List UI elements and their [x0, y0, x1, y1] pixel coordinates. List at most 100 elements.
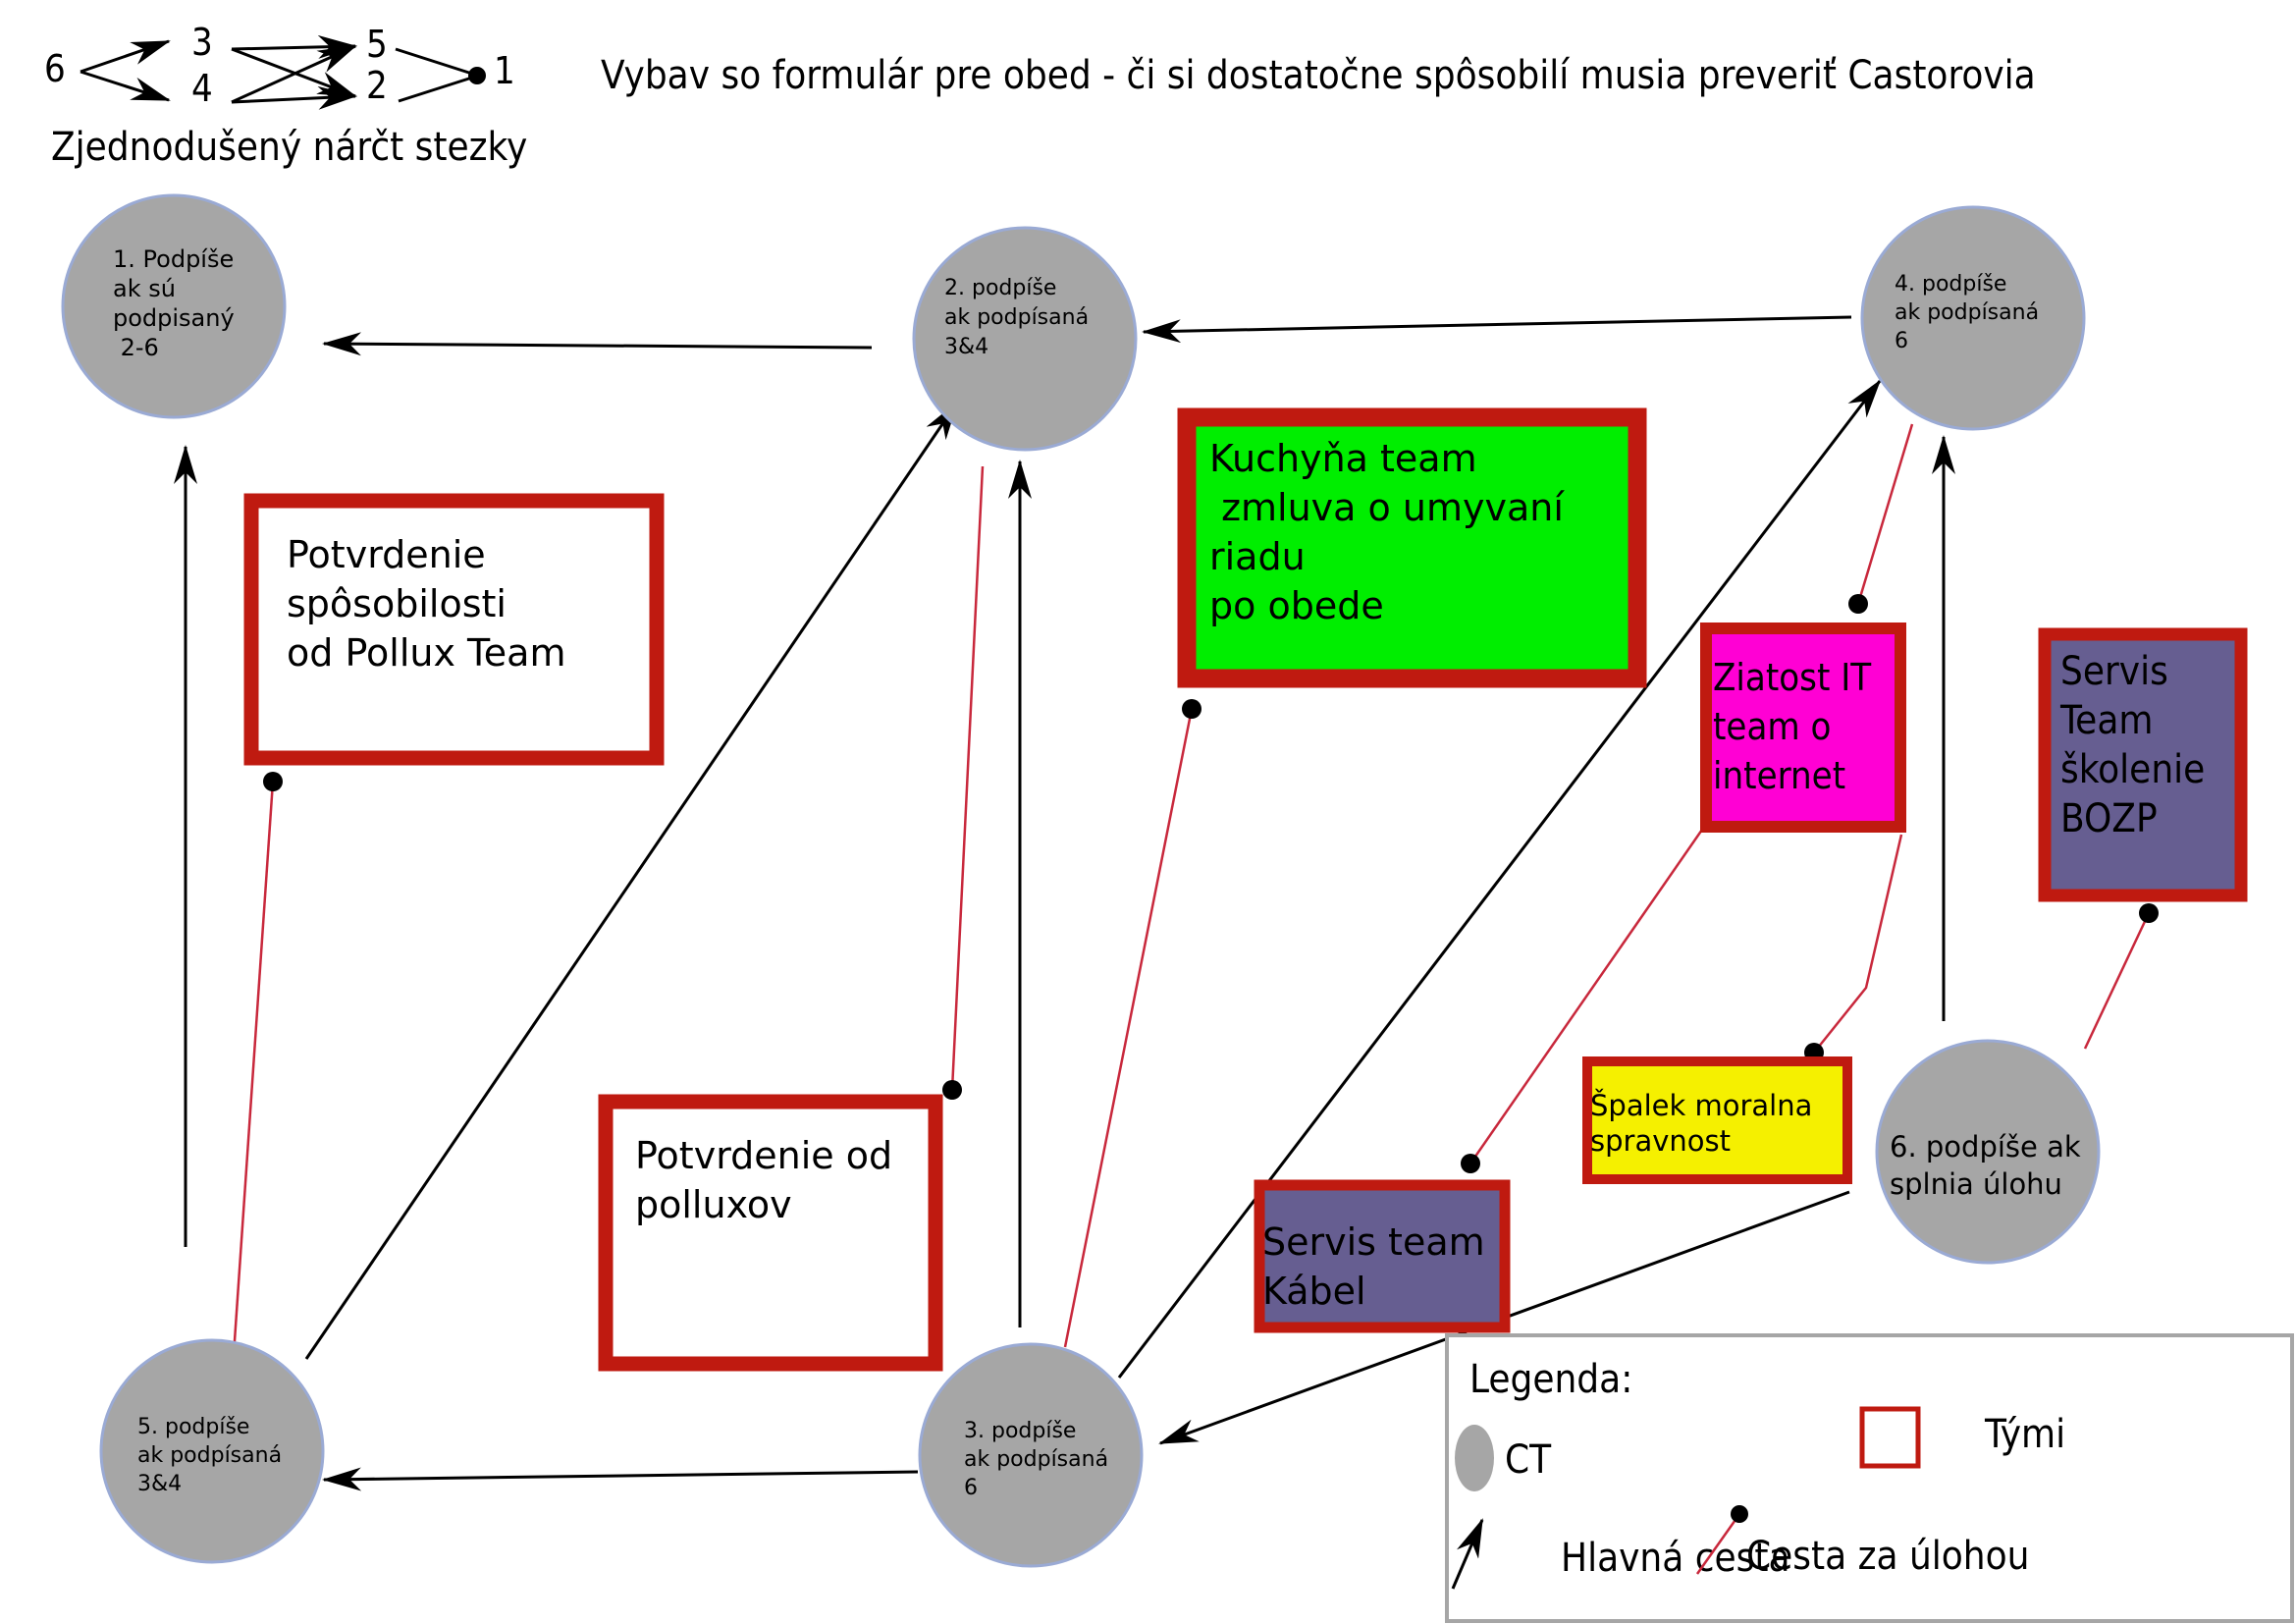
- sketch-arrow-6-3: [80, 39, 171, 74]
- task-line-kuchyna: [1063, 708, 1194, 1348]
- team-ziatost-line-3: internet: [1713, 754, 1845, 797]
- sketch-arrow-4-2: [231, 85, 357, 110]
- sketch-node-5: 5: [366, 23, 388, 66]
- main-arrow-3-to-5: [322, 1467, 919, 1491]
- task-line-ziatost: [1856, 423, 1914, 605]
- sketch-node-6: 6: [44, 47, 66, 90]
- team-kabel-line-1: Servis team: [1262, 1220, 1485, 1264]
- legend-frame: [1445, 1333, 2294, 1623]
- team-bozp-line-2: Team: [2059, 698, 2153, 743]
- task-dot-kuchyna: [1182, 699, 1201, 719]
- team-spalek-line-1: Špalek moralna: [1590, 1089, 1812, 1122]
- main-arrow-4-to-2: [1142, 315, 1852, 344]
- task-path-lines: [231, 423, 2151, 1371]
- checkpoint-1-line-2: ak sú: [113, 275, 176, 302]
- sketch-line-2-1: [398, 75, 476, 103]
- task-dot-polluxov: [942, 1080, 962, 1100]
- team-box-polluxov: Potvrdenie od polluxov: [598, 1094, 943, 1372]
- team-box-pollux-team: Potvrdenie spôsobilosti od Pollux Team: [243, 493, 665, 766]
- legend-ct-label: CT: [1505, 1437, 1552, 1483]
- checkpoint-4-line-1: 4. podpíše: [1895, 272, 2006, 297]
- sketch-arrow-6-4: [80, 70, 171, 102]
- checkpoint-4-line-3: 6: [1895, 329, 1908, 353]
- sketch-node-1: 1: [494, 49, 515, 92]
- team-polluxov-line-1: Potvrdenie od: [635, 1134, 892, 1177]
- sketch-node-3: 3: [191, 21, 213, 64]
- team-box-ziatost-it: Ziatost IT team o internet: [1700, 623, 1906, 833]
- task-line-kabel: [1468, 826, 1706, 1164]
- team-spalek-line-2: spravnost: [1590, 1124, 1731, 1158]
- task-dot-kabel: [1461, 1154, 1480, 1173]
- team-pollux-line-2: spôsobilosti: [287, 582, 507, 625]
- team-kuchyna-line-3: riadu: [1209, 535, 1306, 578]
- legend-main-path-label: Hlavná cesta: [1561, 1536, 1790, 1581]
- team-bozp-line-1: Servis: [2060, 649, 2168, 694]
- sketch-arrow-4-5: [231, 44, 357, 104]
- sketch-end-dot: [468, 67, 486, 84]
- checkpoint-4-line-2: ak podpísaná: [1895, 300, 2039, 325]
- legend-team-label: Tými: [1984, 1412, 2065, 1457]
- legend: Legenda: CT Tými Hlavná cesta Cesta za ú…: [1445, 1333, 2294, 1623]
- legend-task-path-icon: [1695, 1516, 1739, 1575]
- checkpoint-4: 4. podpíše ak podpísaná 6: [1860, 205, 2086, 431]
- main-arrow-5-to-2: [304, 401, 959, 1360]
- task-line-spalek: [1813, 834, 1903, 1054]
- checkpoint-5-line-2: ak podpísaná: [137, 1443, 282, 1468]
- team-ziatost-line-1: Ziatost IT: [1713, 656, 1871, 699]
- task-dot-bozp: [2139, 903, 2159, 923]
- team-ziatost-line-2: team o: [1713, 705, 1831, 748]
- page-title: Vybav so formulár pre obed - či si dosta…: [601, 53, 2036, 98]
- task-dots: [263, 594, 2159, 1173]
- checkpoint-3: 3. podpíše ak podpísaná 6: [918, 1342, 1144, 1568]
- task-dot-ziatost: [1848, 594, 1868, 614]
- checkpoint-5-line-3: 3&4: [137, 1472, 182, 1496]
- checkpoint-2-line-1: 2. podpíše: [944, 276, 1056, 300]
- team-pollux-line-1: Potvrdenie: [287, 533, 486, 576]
- task-line-pollux: [231, 781, 275, 1371]
- checkpoint-3-line-3: 6: [964, 1476, 978, 1500]
- main-arrow-2-to-1: [322, 332, 873, 356]
- legend-task-path-label: Cesta za úlohou: [1746, 1534, 2029, 1579]
- checkpoint-5-line-1: 5. podpíše: [137, 1415, 249, 1439]
- sketch-node-2: 2: [366, 64, 388, 107]
- team-kuchyna-line-4: po obede: [1209, 584, 1384, 627]
- legend-title: Legenda:: [1469, 1357, 1632, 1402]
- checkpoint-6-line-1: 6. podpíše ak: [1890, 1130, 2081, 1164]
- team-polluxov-line-2: polluxov: [635, 1183, 792, 1226]
- checkpoint-1-line-3: podpisaný: [113, 304, 235, 332]
- legend-task-dot: [1731, 1505, 1748, 1523]
- team-kuchyna-line-2: zmluva o umyvaní: [1209, 486, 1565, 529]
- checkpoint-1-line-1: 1. Podpíše: [113, 245, 234, 273]
- checkpoint-3-line-2: ak podpísaná: [964, 1447, 1108, 1472]
- checkpoint-3-line-1: 3. podpíše: [964, 1419, 1076, 1443]
- sketch-line-5-1: [395, 47, 476, 77]
- team-pollux-line-3: od Pollux Team: [287, 631, 565, 675]
- checkpoint-2-line-2: ak podpísaná: [944, 305, 1089, 330]
- team-bozp-line-3: školenie: [2060, 747, 2205, 792]
- main-path-arrows: [174, 315, 1955, 1491]
- legend-ct-icon: [1455, 1425, 1494, 1491]
- checkpoint-6-line-2: splnia úlohu: [1890, 1167, 2062, 1201]
- team-kabel-line-2: Kábel: [1262, 1270, 1366, 1313]
- task-line-bozp: [2083, 912, 2151, 1050]
